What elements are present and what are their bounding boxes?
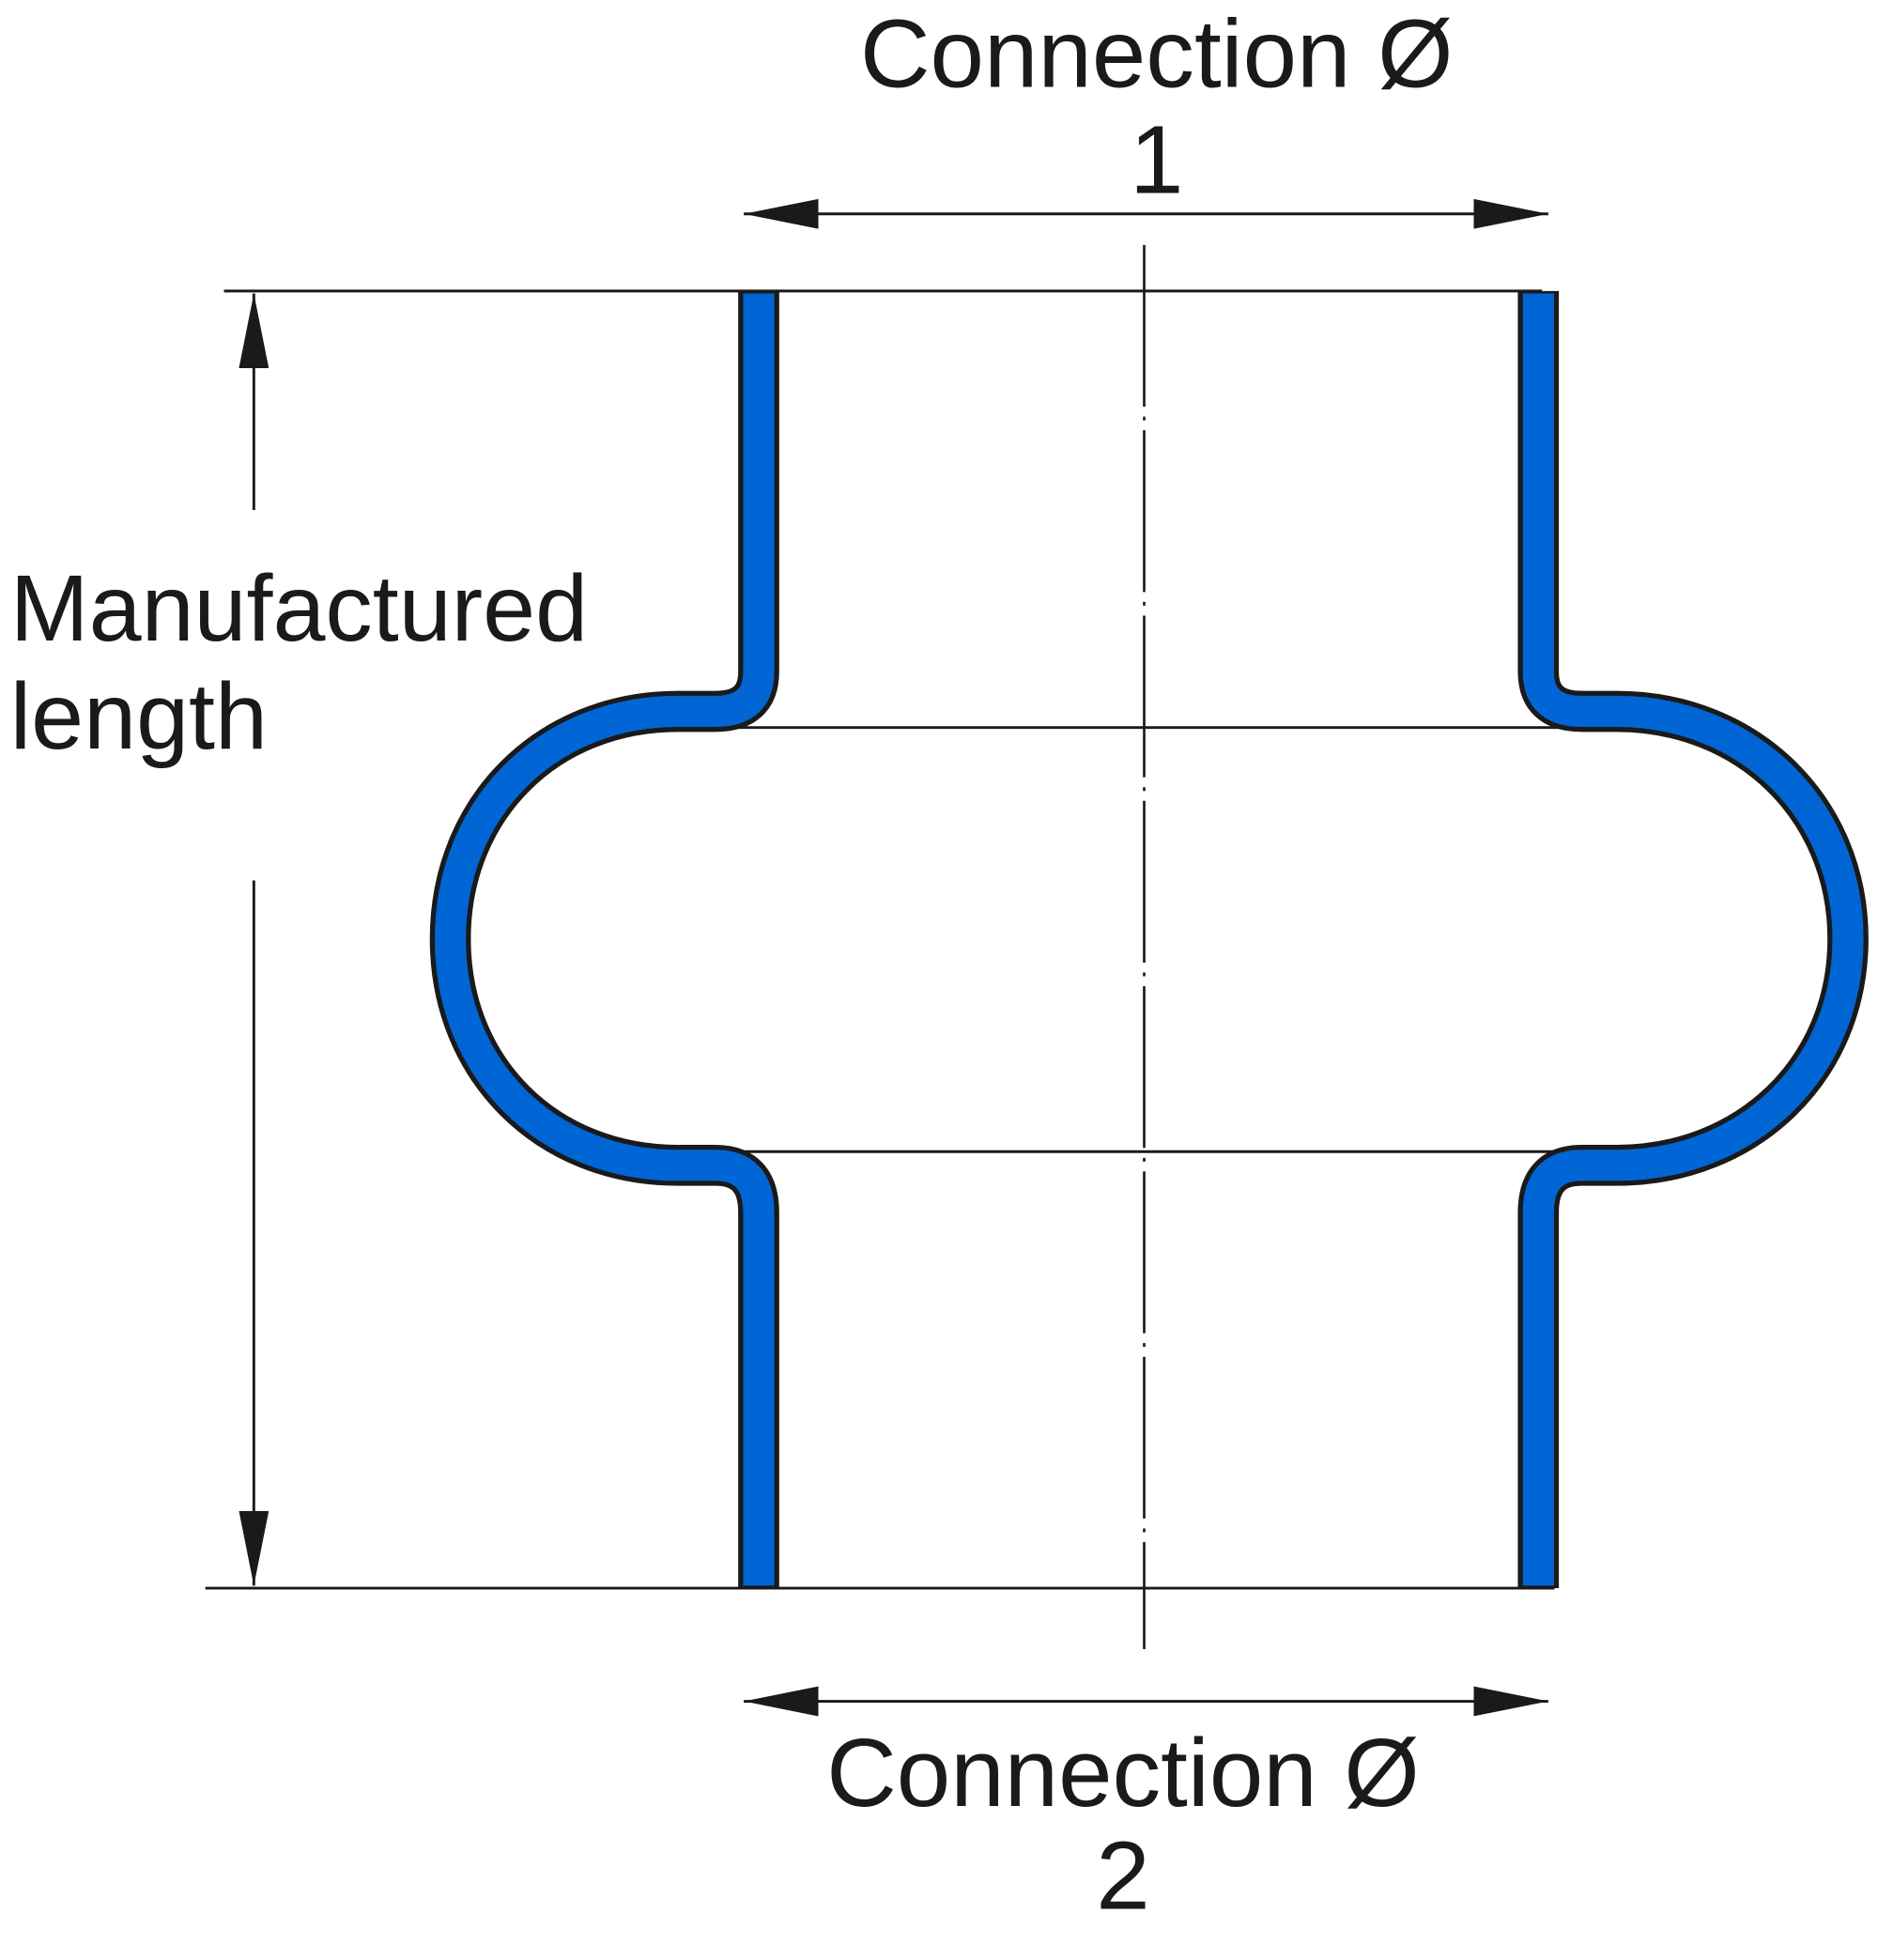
length-label-line1: Manufactured [10, 556, 588, 661]
connection-1-label: Connection Ø [860, 0, 1454, 108]
connection-1-number: 1 [1130, 104, 1183, 213]
connection-2-label: Connection Ø [826, 1718, 1420, 1827]
length-label-line2: length [10, 664, 268, 769]
hose-wall-right [1517, 290, 1869, 1589]
hose-wall-left [429, 290, 779, 1589]
connection-2-number: 2 [1096, 1821, 1149, 1930]
